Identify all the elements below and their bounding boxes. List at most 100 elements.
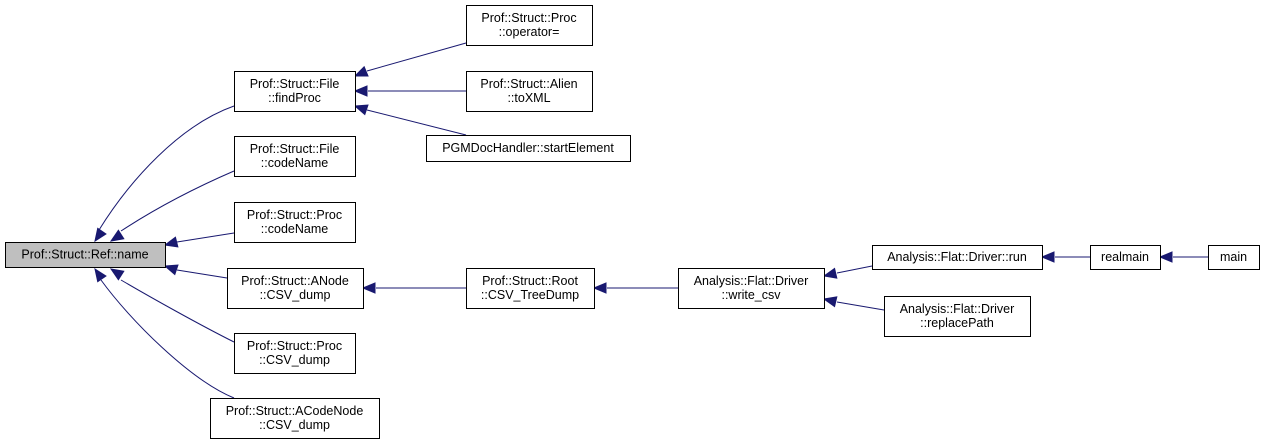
node-label: PGMDocHandler::startElement: [442, 141, 614, 155]
node-label: Prof::Struct::Alien: [480, 77, 577, 91]
node-label: ::operator=: [499, 25, 560, 39]
edge-line: [98, 105, 235, 231]
node-root-csvtreedump[interactable]: Prof::Struct::Root::CSV_TreeDump: [466, 268, 595, 309]
arrowhead-icon: [109, 268, 125, 281]
node-box[interactable]: [884, 296, 1031, 337]
arrowhead-icon: [163, 236, 179, 248]
edge-proc_operator-to-file_findproc: [353, 42, 467, 77]
nodes-layer: Prof::Struct::Ref::name Prof::Struct::Fil…: [5, 5, 1260, 439]
node-label: realmain: [1101, 250, 1149, 264]
edge-driver_run-to-driver_writecsv: [822, 265, 873, 279]
edge-line: [120, 279, 235, 343]
edge-line: [366, 42, 467, 72]
node-box[interactable]: [466, 268, 595, 309]
node-proc-csvdump[interactable]: Prof::Struct::Proc::CSV_dump: [234, 333, 356, 374]
node-label: ::codeName: [261, 156, 328, 170]
arrowhead-icon: [353, 65, 369, 77]
edge-anode_csvdump-to-ref_name: [163, 264, 228, 279]
node-label: ::replacePath: [920, 316, 994, 330]
node-label: Analysis::Flat::Driver: [900, 302, 1015, 316]
edge-driver_writecsv-to-root_csvtreedump: [592, 282, 678, 294]
node-box[interactable]: [234, 71, 356, 112]
node-label: ::write_csv: [721, 288, 781, 302]
arrowhead-icon: [1040, 251, 1055, 263]
node-label: Prof::Struct::Proc: [247, 339, 342, 353]
arrowhead-icon: [361, 282, 376, 294]
edge-main-to-realmain: [1158, 251, 1208, 263]
edge-line: [176, 232, 235, 243]
node-alien-toxml[interactable]: Prof::Struct::Alien::toXML: [466, 71, 593, 112]
edge-realmain-to-driver_run: [1040, 251, 1090, 263]
node-label: Prof::Struct::ACodeNode: [226, 404, 364, 418]
node-label: Prof::Struct::Root: [482, 274, 578, 288]
node-acodenode-csvdump[interactable]: Prof::Struct::ACodeNode::CSV_dump: [210, 398, 380, 439]
edge-proc_codename-to-ref_name: [163, 232, 235, 248]
node-file-findproc[interactable]: Prof::Struct::File::findProc: [234, 71, 356, 112]
edge-line: [100, 279, 235, 399]
node-label: ::findProc: [268, 91, 321, 105]
node-label: ::codeName: [261, 222, 328, 236]
arrowhead-icon: [163, 264, 179, 276]
node-box[interactable]: [227, 268, 364, 309]
node-proc-codename[interactable]: Prof::Struct::Proc::codeName: [234, 202, 356, 243]
node-box[interactable]: [678, 268, 825, 309]
node-box[interactable]: [426, 135, 631, 162]
edge-root_csvtreedump-to-anode_csvdump: [361, 282, 466, 294]
edge-line: [120, 170, 235, 232]
edge-alien_toxml-to-file_findproc: [353, 85, 466, 97]
edge-driver_replacepath-to-driver_writecsv: [822, 296, 885, 311]
edge-proc_csvdump-to-ref_name: [109, 268, 235, 343]
node-driver-replacepath[interactable]: Analysis::Flat::Driver::replacePath: [884, 296, 1031, 337]
node-driver-run[interactable]: Analysis::Flat::Driver::run: [872, 245, 1043, 270]
edge-line: [366, 109, 467, 136]
node-label: ::toXML: [507, 91, 550, 105]
edge-file_findproc-to-ref_name: [94, 105, 235, 243]
node-box[interactable]: [234, 136, 356, 177]
node-main[interactable]: main: [1208, 245, 1260, 270]
node-ref-name[interactable]: Prof::Struct::Ref::name: [5, 242, 166, 268]
node-label: Prof::Struct::Ref::name: [21, 248, 148, 262]
edge-pgm_startelement-to-file_findproc: [353, 104, 467, 136]
root-node-box[interactable]: [5, 242, 166, 268]
arrowhead-icon: [94, 267, 107, 283]
node-label: ::CSV_dump: [259, 418, 330, 432]
edges-layer: [94, 42, 1208, 399]
node-box[interactable]: [466, 5, 593, 46]
edge-line: [836, 301, 885, 311]
node-box[interactable]: [466, 71, 593, 112]
node-label: Analysis::Flat::Driver: [694, 274, 809, 288]
node-label: Analysis::Flat::Driver::run: [887, 250, 1027, 264]
arrowhead-icon: [822, 296, 838, 308]
node-label: ::CSV_TreeDump: [481, 288, 579, 302]
node-realmain[interactable]: realmain: [1090, 245, 1161, 270]
node-box[interactable]: [234, 202, 356, 243]
node-anode-csvdump[interactable]: Prof::Struct::ANode::CSV_dump: [227, 268, 364, 309]
arrowhead-icon: [592, 282, 607, 294]
node-box[interactable]: [872, 245, 1043, 270]
arrowhead-icon: [109, 229, 125, 242]
node-box[interactable]: [234, 333, 356, 374]
arrowhead-icon: [353, 104, 369, 116]
edge-acodenode_csvdump-to-ref_name: [94, 267, 235, 399]
node-box[interactable]: [1090, 245, 1161, 270]
node-label: Prof::Struct::ANode: [241, 274, 349, 288]
node-label: Prof::Struct::File: [250, 142, 340, 156]
node-proc-operator[interactable]: Prof::Struct::Proc::operator=: [466, 5, 593, 46]
edge-file_codename-to-ref_name: [109, 170, 235, 242]
node-label: main: [1220, 250, 1247, 264]
node-pgm-startelement[interactable]: PGMDocHandler::startElement: [426, 135, 631, 162]
node-label: Prof::Struct::Proc: [481, 11, 576, 25]
node-label: Prof::Struct::File: [250, 77, 340, 91]
arrowhead-icon: [1158, 251, 1173, 263]
node-label: Prof::Struct::Proc: [247, 208, 342, 222]
arrowhead-icon: [353, 85, 368, 97]
edge-line: [836, 265, 873, 274]
node-label: ::CSV_dump: [260, 288, 331, 302]
node-box[interactable]: [210, 398, 380, 439]
node-box[interactable]: [1208, 245, 1260, 270]
node-driver-writecsv[interactable]: Analysis::Flat::Driver::write_csv: [678, 268, 825, 309]
node-file-codename[interactable]: Prof::Struct::File::codeName: [234, 136, 356, 177]
arrowhead-icon: [94, 227, 107, 243]
arrowhead-icon: [822, 267, 838, 279]
